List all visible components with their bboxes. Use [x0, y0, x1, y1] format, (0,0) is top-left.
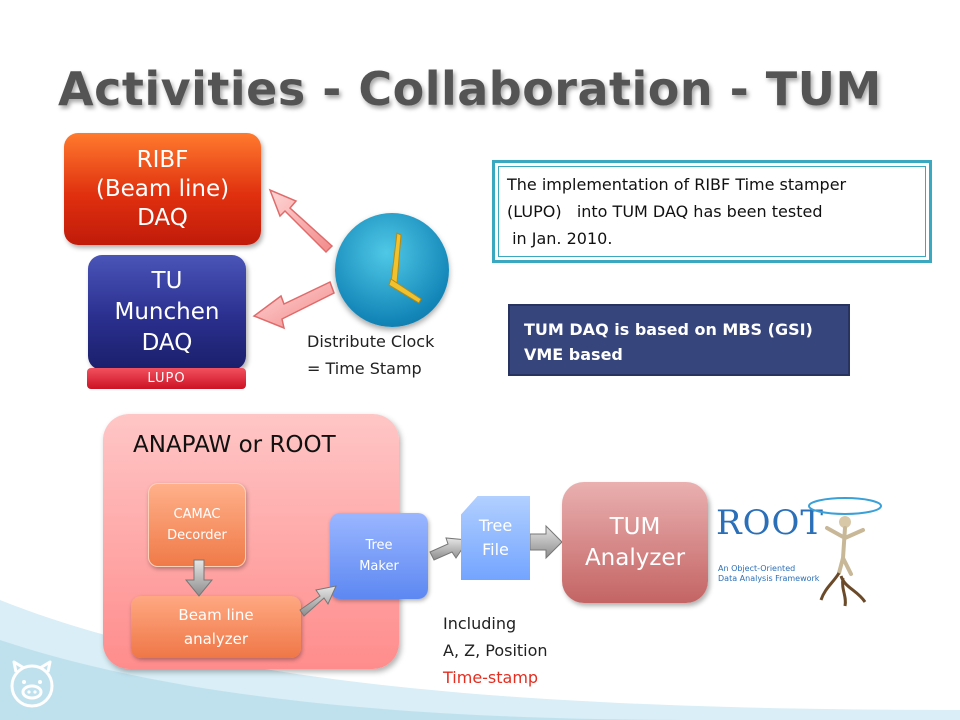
tum-daq-box: TU Munchen DAQ — [88, 255, 246, 370]
flow-arrows — [184, 524, 563, 617]
tree-file-line-2: File — [482, 540, 509, 559]
including-line-2: A, Z, Position — [443, 641, 548, 660]
tum-analyzer-line-1: TUM — [609, 513, 661, 540]
tum-analyzer-box: TUM Analyzer — [562, 482, 708, 603]
arrow-camac-to-beam — [184, 559, 214, 597]
clock-caption-line-1: Distribute Clock — [307, 332, 435, 351]
including-line-1: Including — [443, 614, 517, 633]
arrow-to-ribf — [268, 188, 334, 254]
tree-maker-line-1: Tree — [365, 538, 393, 553]
anapaw-title: ANAPAW or ROOT — [133, 432, 336, 458]
tum-analyzer-line-2: Analyzer — [584, 544, 686, 571]
beam-line-analyzer-box: Beam line analyzer — [131, 596, 301, 658]
pig-icon — [10, 660, 54, 708]
camac-line-2: Decorder — [167, 528, 227, 543]
ribf-line-3: DAQ — [137, 204, 188, 231]
bottom-wave-decoration — [0, 600, 960, 720]
root-logo-subtitle: An Object-Oriented Data Analysis Framewo… — [718, 564, 819, 584]
beam-line-1: Beam line — [178, 606, 254, 624]
implementation-line-3: in Jan. 2010. — [507, 229, 613, 248]
root-figure-icon — [808, 497, 882, 607]
beam-line-2: analyzer — [183, 630, 249, 648]
page-title: Activities - Collaboration - TUM — [58, 62, 882, 116]
mbs-line-1: TUM DAQ is based on MBS (GSI) — [524, 320, 813, 339]
ribf-line-1: RIBF — [136, 146, 189, 173]
root-logo-word: ROOT — [716, 503, 825, 543]
ribf-line-2: (Beam line) — [95, 175, 230, 202]
ribf-daq-box: RIBF (Beam line) DAQ — [64, 133, 261, 245]
tum-daq-line-2: Munchen — [114, 299, 220, 325]
implementation-line-2: (LUPO) into TUM DAQ has been tested — [507, 202, 823, 221]
including-note: Including A, Z, Position Time-stamp — [443, 610, 548, 691]
lupo-module: LUPO — [87, 368, 246, 389]
mbs-note: TUM DAQ is based on MBS (GSI) VME based — [508, 304, 850, 376]
tree-file-icon: Tree File — [461, 496, 530, 580]
tree-file-line-1: Tree — [478, 516, 513, 535]
tum-daq-line-3: DAQ — [141, 330, 193, 356]
implementation-note: The implementation of RIBF Time stamper … — [492, 160, 932, 263]
clock-icon — [335, 213, 449, 327]
root-sub-line-1: An Object-Oriented — [718, 564, 796, 573]
clock-caption: Distribute Clock = Time Stamp — [307, 328, 434, 382]
implementation-line-1: The implementation of RIBF Time stamper — [507, 175, 847, 194]
including-line-3: Time-stamp — [443, 668, 539, 687]
camac-decoder-box: CAMAC Decorder — [148, 483, 246, 567]
arrow-to-tum-daq — [252, 280, 335, 330]
arrow-file-to-analyzer — [529, 524, 563, 560]
arrow-beam-to-tree-maker — [299, 585, 337, 617]
clock-arrows — [252, 188, 335, 330]
tree-maker-line-2: Maker — [359, 559, 399, 574]
tree-maker-box: Tree Maker — [330, 513, 428, 599]
mbs-line-2: VME based — [524, 345, 623, 364]
camac-line-1: CAMAC — [173, 507, 221, 522]
tum-daq-line-1: TU — [151, 268, 183, 294]
clock-caption-line-2: = Time Stamp — [307, 359, 422, 378]
root-sub-line-2: Data Analysis Framework — [718, 574, 820, 583]
clock-hands — [388, 232, 422, 304]
